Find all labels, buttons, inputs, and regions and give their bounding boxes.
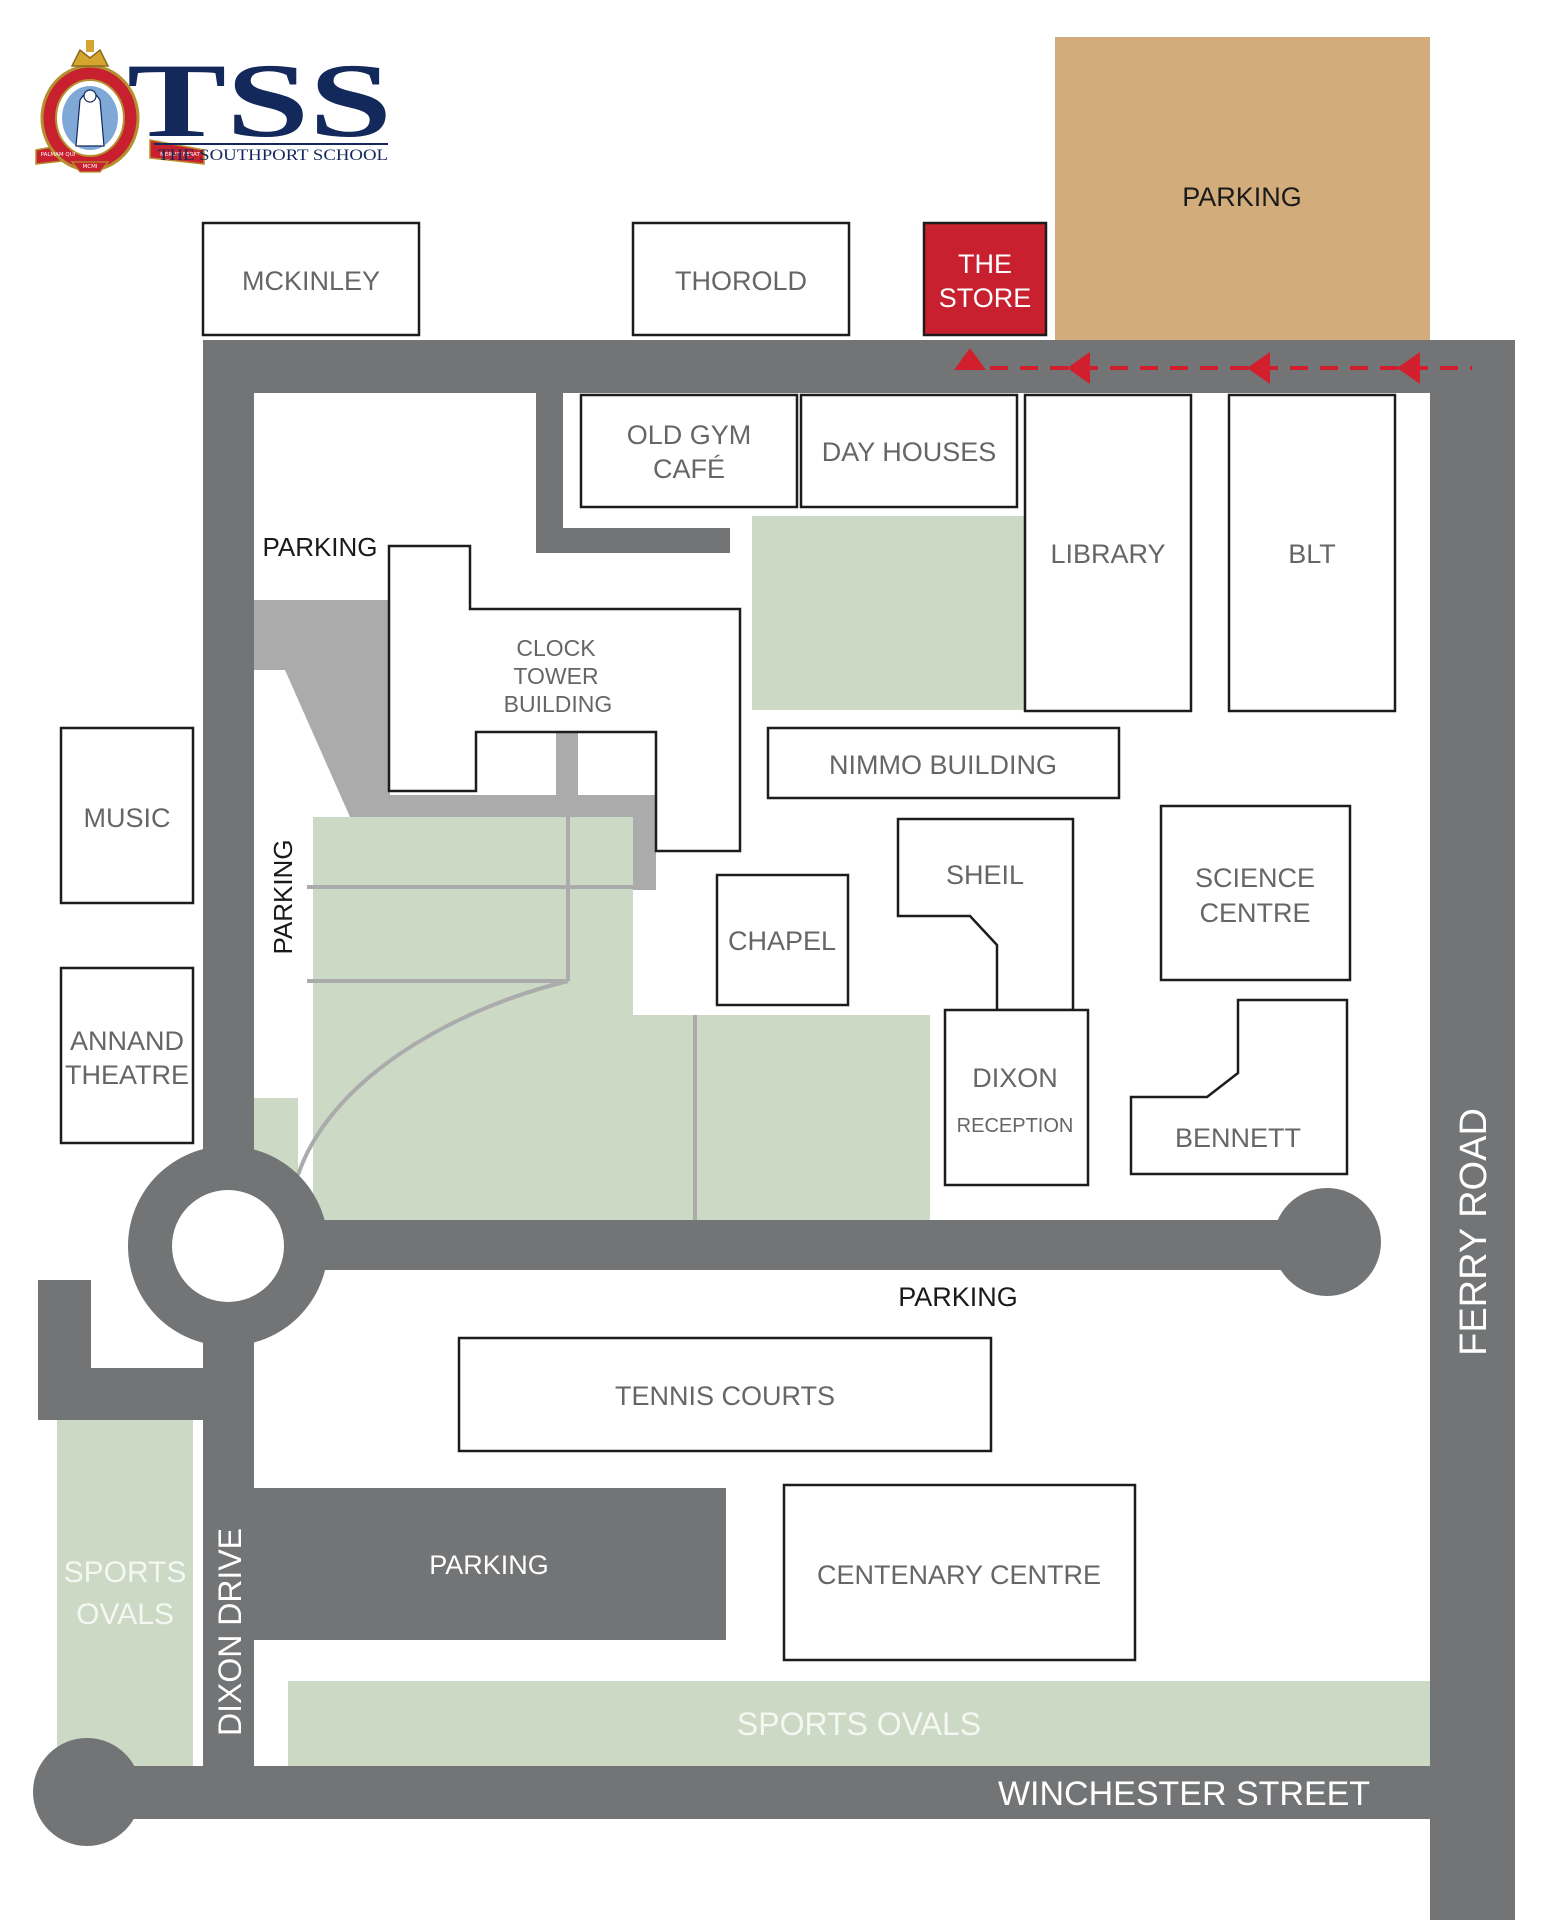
building-clock-tower[interactable]: [387, 544, 742, 853]
path-west-vertical: [350, 600, 390, 817]
parking-south-lot: [254, 1488, 726, 1640]
building-dixon[interactable]: [943, 1008, 1090, 1187]
green-courtyard: [752, 516, 1024, 710]
label-bennett: BENNETT: [1175, 1123, 1301, 1153]
roads: [33, 340, 1515, 1920]
green-spaces: [57, 516, 1430, 1766]
building-old-gym-cafe[interactable]: [579, 393, 799, 509]
route-arrow-icon: [1247, 352, 1270, 384]
label-parking-west-vertical: PARKING: [268, 839, 298, 954]
building-nimmo[interactable]: [766, 726, 1121, 800]
road-central: [254, 1220, 1330, 1270]
label-day-houses: DAY HOUSES: [822, 437, 997, 467]
building-annand-theatre[interactable]: [59, 966, 195, 1145]
building-thorold[interactable]: [631, 221, 851, 337]
label-annand-line2: THEATRE: [65, 1060, 189, 1090]
school-crest-icon: PALMAM QUI MCMI MERUIT FERAT: [35, 40, 205, 173]
buildings: [59, 221, 1397, 1662]
label-parking-central: PARKING: [898, 1282, 1018, 1312]
label-tennis-courts: TENNIS COURTS: [615, 1381, 835, 1411]
building-music[interactable]: [59, 726, 195, 905]
crest-motto-center: MCMI: [83, 164, 98, 170]
road-ferry: [1430, 340, 1515, 1920]
label-parking-south-lot: PARKING: [429, 1550, 549, 1580]
roundabout-island: [172, 1190, 284, 1302]
road-winchester-culdesac: [33, 1738, 141, 1846]
label-library: LIBRARY: [1050, 539, 1165, 569]
building-sheil[interactable]: [896, 817, 1075, 1012]
label-science-line2: CENTRE: [1199, 898, 1310, 928]
label-clock-tower-line2: TOWER: [513, 663, 598, 689]
green-main-lawn: [254, 817, 930, 1220]
road-inner-stub-h: [536, 528, 730, 553]
route-arrow-icon: [1067, 352, 1090, 384]
label-chapel: CHAPEL: [728, 926, 836, 956]
building-centenary-centre[interactable]: [782, 1483, 1137, 1662]
crest-motto-left: PALMAM QUI: [41, 152, 76, 158]
building-chapel[interactable]: [715, 873, 850, 1007]
road-dixon-drive: [203, 1320, 254, 1766]
labels: MCKINLEY THOROLD THE STORE PARKING OLD G…: [64, 182, 1495, 1813]
label-dixon-reception: RECEPTION: [957, 1115, 1074, 1137]
road-west-stub-h: [38, 1368, 208, 1420]
building-mckinley[interactable]: [201, 221, 421, 337]
road-inner-stub-v: [536, 393, 563, 553]
label-parking-west-inner: PARKING: [262, 532, 377, 562]
label-store-line2: STORE: [939, 283, 1032, 313]
road-winchester: [78, 1766, 1430, 1819]
path-arc: [296, 979, 569, 1176]
label-sports-ovals-south: SPORTS OVALS: [737, 1706, 981, 1742]
label-clock-tower-line1: CLOCK: [516, 635, 596, 661]
building-tennis-courts[interactable]: [457, 1336, 993, 1453]
label-clock-tower-line3: BUILDING: [504, 691, 613, 717]
building-the-store[interactable]: [922, 221, 1048, 337]
tss-logo: PALMAM QUI MCMI MERUIT FERAT TSS THE SOU…: [35, 40, 392, 173]
road-west: [203, 340, 254, 1240]
label-winchester-street: WINCHESTER STREET: [998, 1775, 1370, 1813]
road-north: [203, 340, 1515, 393]
label-centenary-centre: CENTENARY CENTRE: [817, 1560, 1101, 1590]
label-dixon-drive: DIXON DRIVE: [212, 1528, 248, 1736]
building-bennett[interactable]: [1129, 998, 1349, 1176]
label-nimmo: NIMMO BUILDING: [829, 750, 1057, 780]
route-arrow-up-icon: [954, 348, 986, 370]
label-parking-top-right: PARKING: [1182, 182, 1302, 212]
road-central-culdesac: [1273, 1188, 1381, 1296]
green-sports-ovals-south: [288, 1681, 1430, 1766]
label-thorold: THOROLD: [675, 266, 807, 296]
label-old-gym-line2: CAFÉ: [653, 454, 725, 484]
label-ferry-road: FERRY ROAD: [1453, 1108, 1495, 1356]
label-blt: BLT: [1288, 539, 1336, 569]
building-library[interactable]: [1023, 393, 1193, 713]
label-science-line1: SCIENCE: [1195, 863, 1315, 893]
footpaths: [254, 600, 697, 1220]
label-dixon: DIXON: [972, 1063, 1058, 1093]
label-old-gym-line1: OLD GYM: [627, 420, 752, 450]
route-arrow-icon: [1397, 352, 1420, 384]
label-sheil: SHEIL: [946, 860, 1024, 890]
parking-lot-top-right: [1055, 37, 1430, 340]
path-east-spur: [633, 795, 656, 890]
logo-full-name: THE SOUTHPORT SCHOOL: [158, 147, 388, 164]
label-music: MUSIC: [84, 803, 171, 833]
logo-acronym: TSS: [127, 42, 392, 159]
path-west-spur: [254, 600, 350, 670]
green-sports-ovals-west: [57, 1420, 193, 1766]
label-sports-ovals-west-line1: SPORTS: [64, 1556, 187, 1589]
label-mckinley: MCKINLEY: [242, 266, 380, 296]
path-center-spur: [556, 732, 578, 817]
label-sports-ovals-west-line2: OVALS: [76, 1598, 174, 1631]
building-day-houses[interactable]: [799, 393, 1019, 509]
building-blt[interactable]: [1227, 393, 1397, 713]
route-to-store: [954, 348, 1472, 384]
crest-motto-right: MERUIT FERAT: [160, 152, 200, 158]
building-science-centre[interactable]: [1159, 804, 1352, 982]
label-store-line1: THE: [958, 249, 1012, 279]
label-annand-line1: ANNAND: [70, 1026, 184, 1056]
